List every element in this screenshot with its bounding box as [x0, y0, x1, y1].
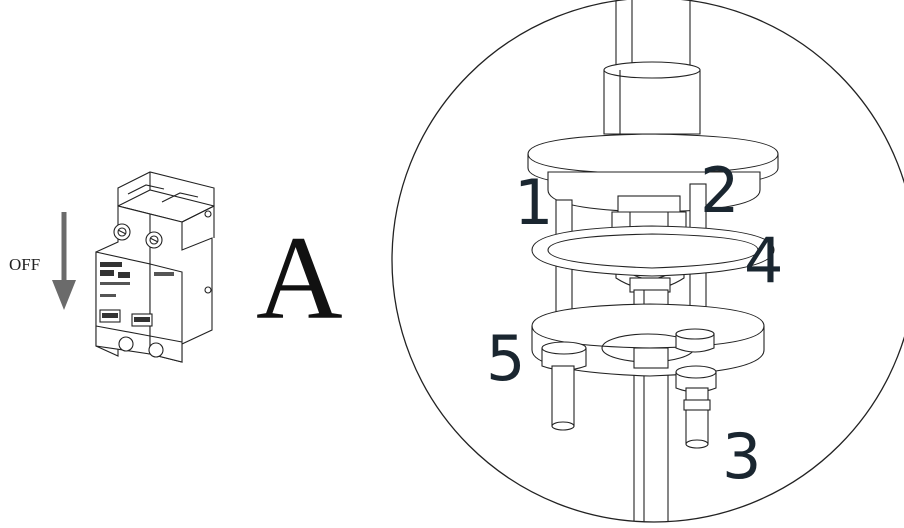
section-letter: A [256, 211, 343, 344]
detail-view [527, 0, 779, 522]
circuit-breaker-icon [95, 171, 215, 363]
terminal-screw-icon [113, 223, 163, 249]
off-arrow-icon [52, 212, 76, 310]
callout-3: 3 [722, 420, 761, 493]
bolt-5-icon [541, 341, 587, 431]
detail-circle-frame [391, 0, 904, 523]
off-label: OFF [9, 255, 40, 274]
bolt-upper-icon [675, 328, 715, 353]
callout-1: 1 [514, 166, 553, 239]
callout-5: 5 [486, 322, 525, 395]
callout-4: 4 [744, 224, 783, 297]
bolt-3-icon [675, 365, 717, 449]
callout-2: 2 [700, 154, 739, 227]
